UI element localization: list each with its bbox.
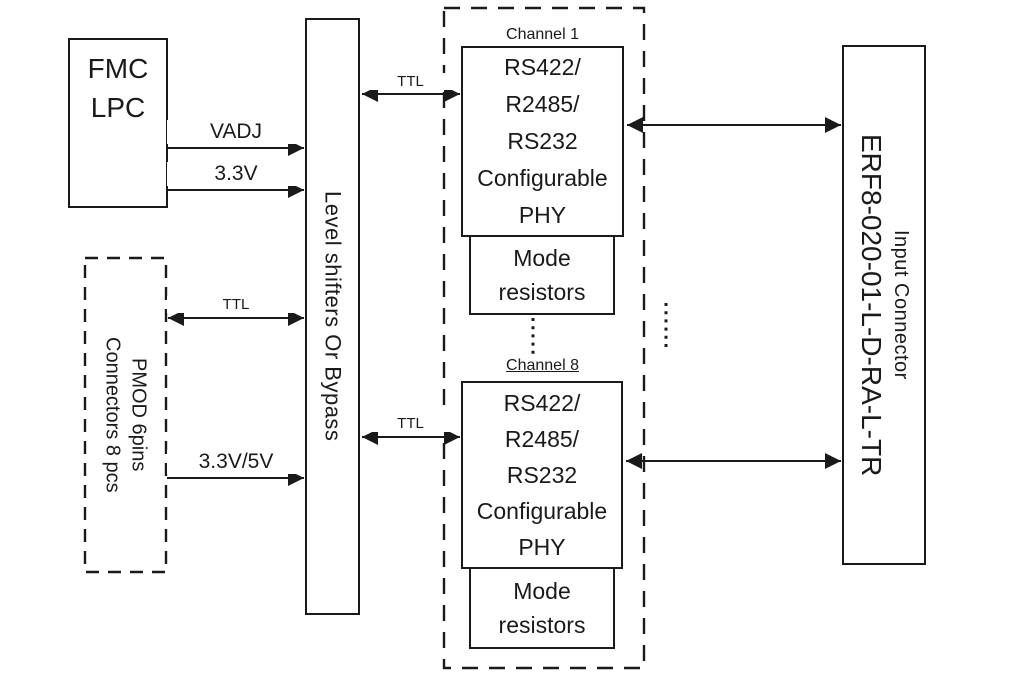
v33-5v-label: 3.3V/5V [167,450,305,474]
pmod-label-line1: PMOD 6pins [127,358,150,472]
channel8-phy-box: RS422/ R2485/ RS232 Configurable PHY [461,381,623,569]
ttl-label-pmod: TTL [167,296,305,313]
channel8-mode-resistors-box: Mode resistors [469,567,615,649]
level-shifters-box: Level shifters Or Bypass [305,18,360,615]
input-connector-box: Input Connector ERF8-020-01-L-D-RA-L-TR [842,45,926,565]
level-shifters-label: Level shifters Or Bypass [320,191,346,442]
vadj-label: VADJ [167,120,305,144]
channel1-label: Channel 1 [506,26,579,43]
fmc-lpc-box: FMC LPC [68,38,168,208]
channel1-phy-box: RS422/ R2485/ RS232 Configurable PHY [461,46,624,237]
input-connector-label: Input Connector ERF8-020-01-L-D-RA-L-TR [854,134,914,476]
channel1-mode-resistors-box: Mode resistors [469,235,615,315]
input-connector-title: Input Connector [890,230,912,380]
ttl-label-channel1: TTL [360,73,461,90]
ttl-label-channel8: TTL [360,415,461,432]
pmod-label-line2: Connectors 8 pcs [101,337,124,493]
pmod-connectors-box: PMOD 6pins Connectors 8 pcs [85,258,166,572]
channel8-label: Channel 8 [506,357,579,374]
pmod-label: PMOD 6pins Connectors 8 pcs [100,337,152,493]
channels-dashed-box [442,6,646,670]
input-connector-part-number: ERF8-020-01-L-D-RA-L-TR [856,133,887,477]
v33-label: 3.3V [167,162,305,186]
